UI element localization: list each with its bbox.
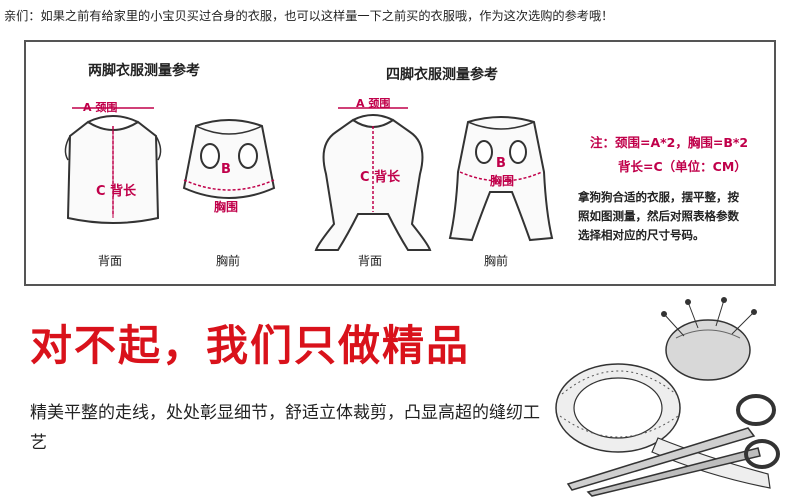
- scissors-icon: [566, 394, 780, 497]
- two-leg-label-a: A 颈围: [83, 101, 118, 114]
- four-leg-label-c: C 背长: [360, 170, 401, 185]
- two-leg-front-caption: 胸前: [216, 254, 241, 268]
- four-leg-front-diagram: [448, 116, 554, 242]
- four-leg-label-b: B: [496, 156, 506, 171]
- four-leg-back-diagram: [314, 107, 432, 251]
- two-leg-front-diagram: [182, 119, 276, 199]
- four-leg-label-chest: 胸围: [490, 174, 515, 188]
- two-leg-back-diagram: [64, 107, 162, 224]
- two-leg-back-caption: 背面: [98, 254, 123, 268]
- four-leg-heading: 四脚衣服测量参考: [386, 67, 498, 83]
- slogan-heading: 对不起，我们只做精品: [30, 321, 471, 370]
- two-leg-label-b: B: [221, 162, 231, 177]
- measurement-instruction: 拿狗狗合适的衣服，摆平整，按照如图测量，然后对照表格参数选择相对应的尺寸号码。: [578, 190, 739, 242]
- tape-measure-icon: [555, 363, 771, 489]
- two-leg-label-c: C 背长: [96, 184, 137, 199]
- four-leg-back-caption: 背面: [358, 254, 383, 268]
- two-leg-heading: 两脚衣服测量参考: [88, 63, 200, 79]
- formula-line-2: 背长=C（单位：CM）: [618, 159, 747, 174]
- four-leg-label-a: A 颈围: [356, 97, 391, 110]
- two-leg-label-chest: 胸围: [214, 200, 239, 214]
- pincushion-icon: [661, 297, 757, 381]
- formula-line-1: 注：颈围=A*2，胸围=B*2: [590, 135, 749, 150]
- tailoring-tools-illustration: [555, 297, 780, 497]
- four-leg-front-caption: 胸前: [484, 254, 509, 268]
- craft-description: 精美平整的走线，处处彰显细节，舒适立体裁剪，凸显高超的缝纫工艺: [30, 403, 540, 453]
- intro-text: 亲们：如果之前有给家里的小宝贝买过合身的衣服，也可以这样量一下之前买的衣服哦，作…: [4, 9, 614, 23]
